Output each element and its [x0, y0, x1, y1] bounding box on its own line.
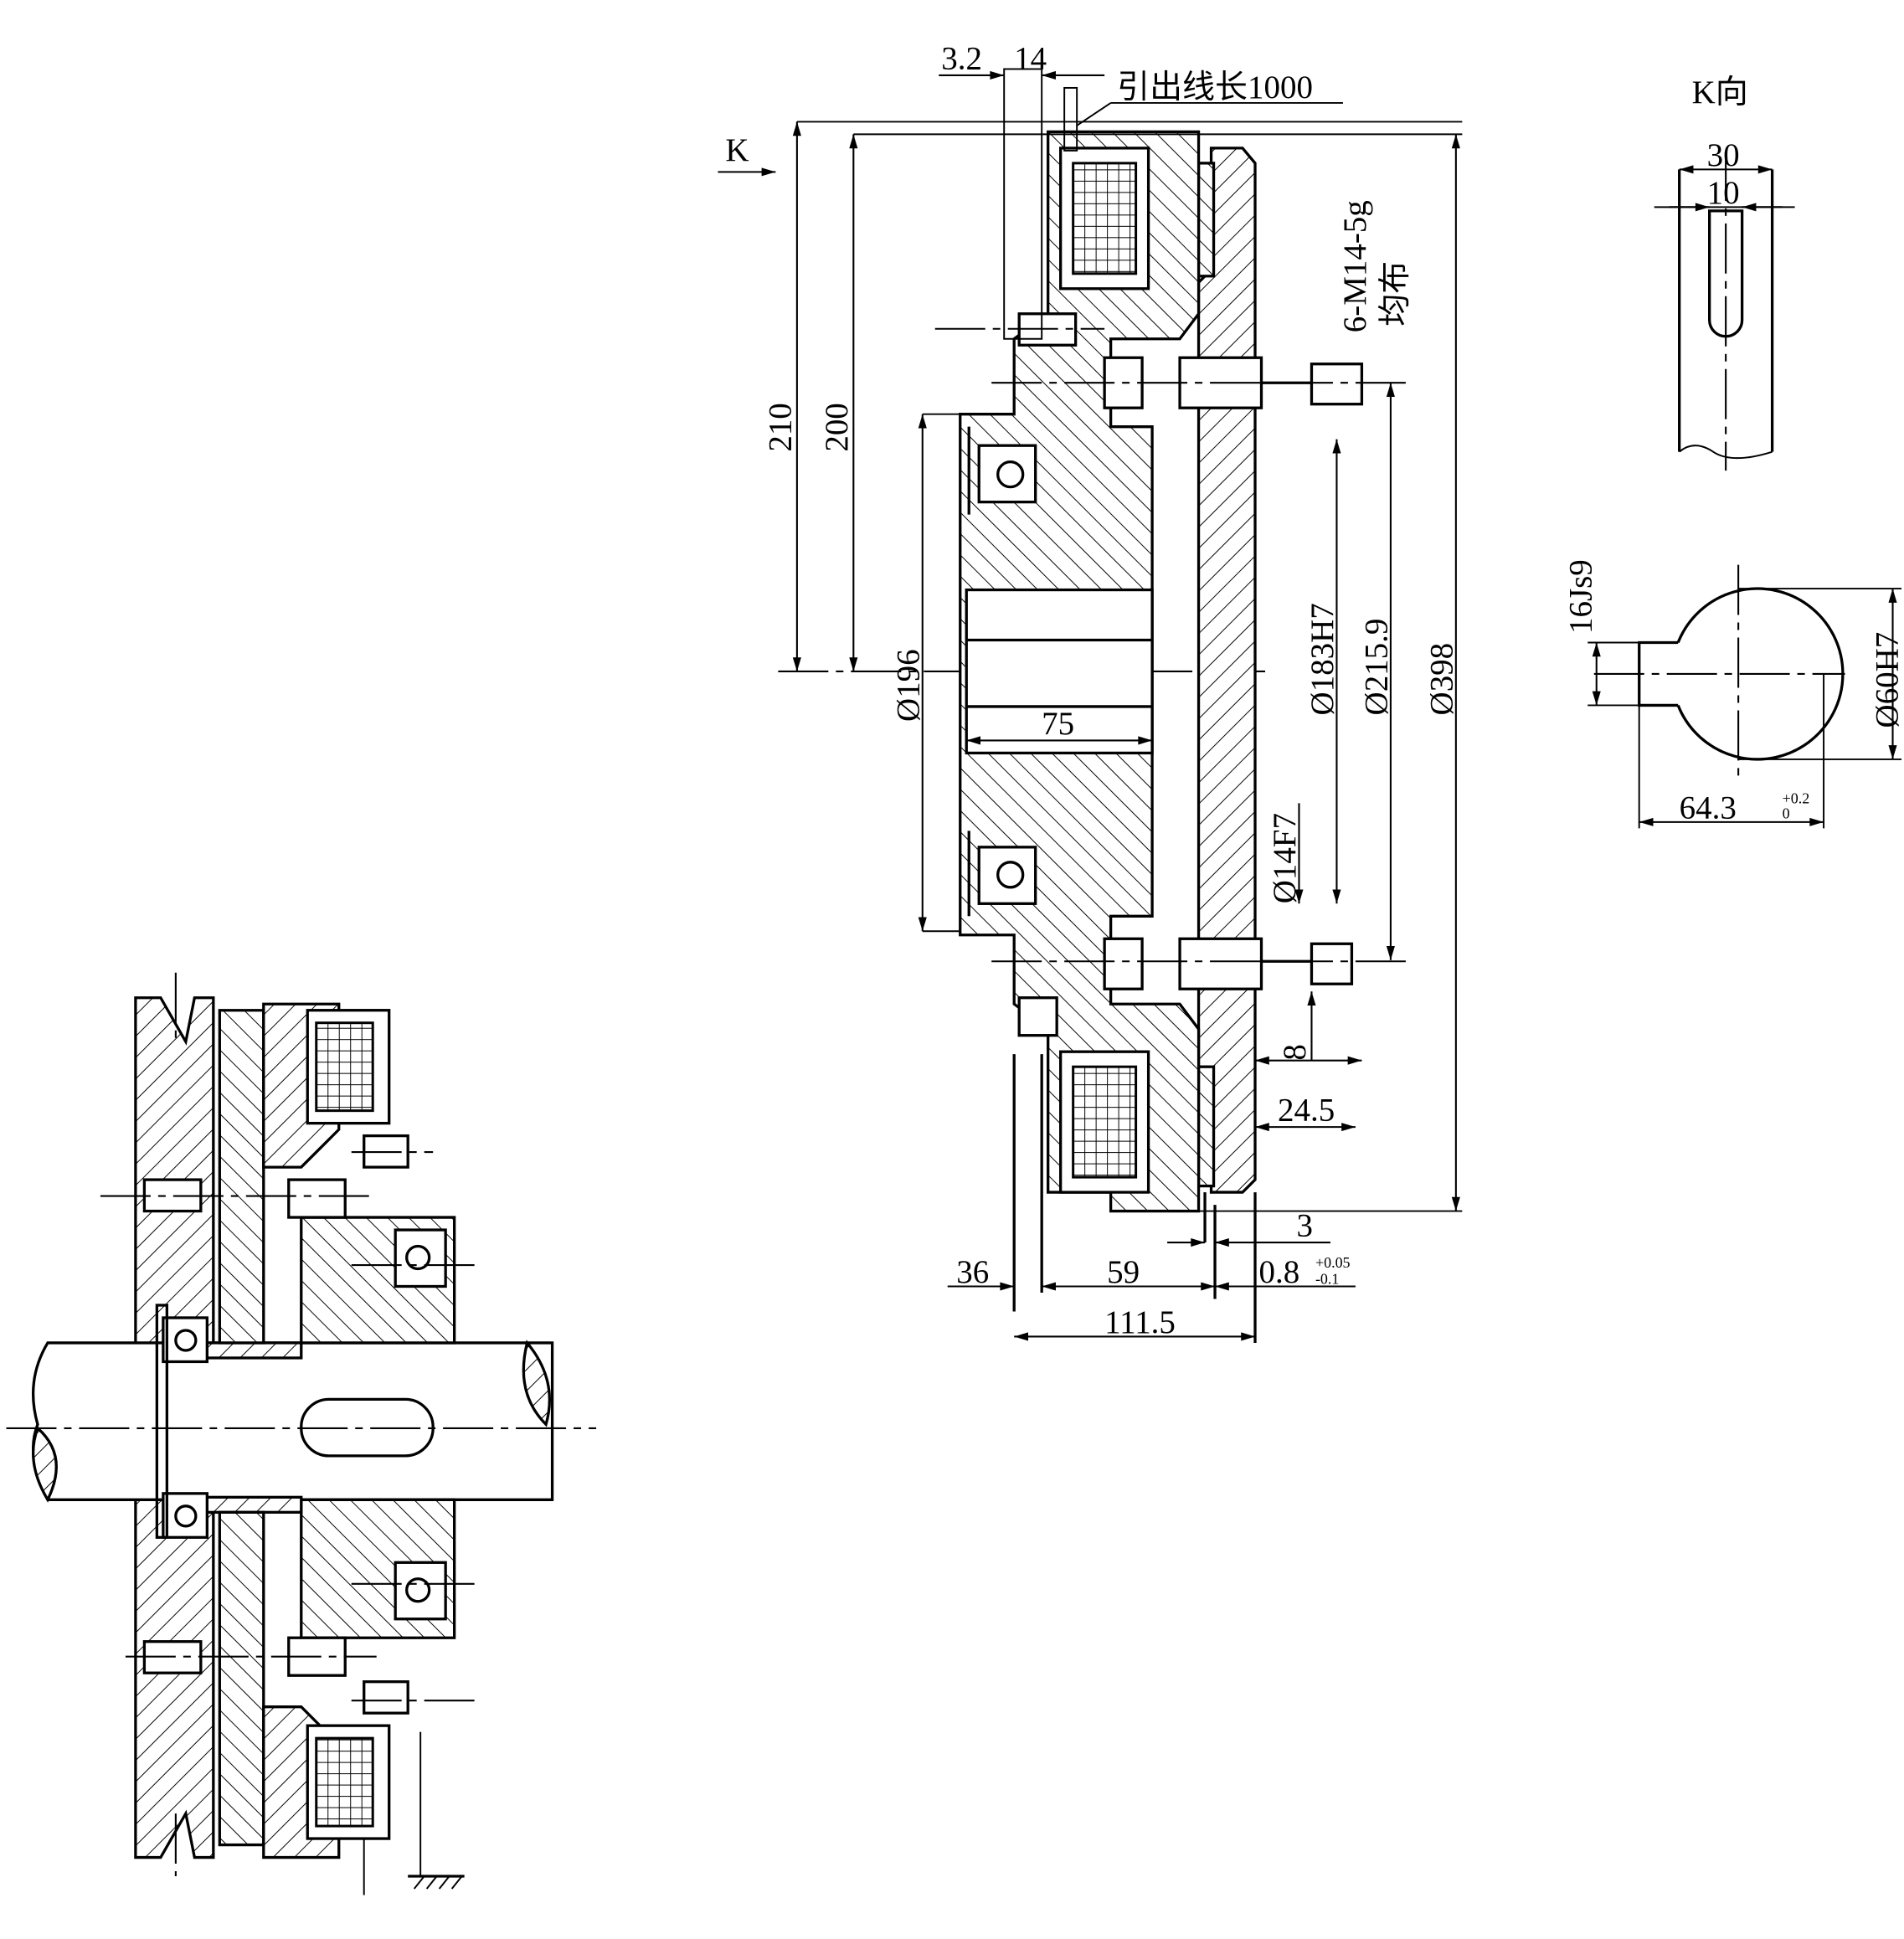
dim-3: 3 [1296, 1208, 1312, 1244]
k-view-title: K向 [1692, 75, 1748, 111]
dim-196: Ø196 [890, 649, 926, 722]
dim-183h7: Ø183H7 [1304, 603, 1341, 715]
dim-14f7: Ø14F7 [1267, 813, 1303, 903]
k-dim-30: 30 [1707, 137, 1740, 173]
dim-3-2: 3.2 [941, 40, 982, 76]
dim-14: 14 [1014, 40, 1047, 76]
k-dim-10: 10 [1707, 175, 1740, 211]
dim-210: 210 [762, 403, 798, 451]
view-k-arrow-label: K [725, 132, 749, 168]
dim-24-5: 24.5 [1278, 1093, 1335, 1129]
dim-0-8-tol-upper: +0.05 [1315, 1254, 1351, 1271]
k-view: K向 30 10 16Js9 Ø60H7 64.3 +0.2 0 [1563, 75, 1904, 829]
thread-note: 均布 [1377, 261, 1413, 327]
dim-215-9: Ø215.9 [1358, 619, 1394, 716]
dim-59: 59 [1107, 1254, 1140, 1290]
k-dim-16js9: 16Js9 [1563, 559, 1599, 634]
main-section-view: 3.2 14 引出线长1000 K 210 200 Ø196 75 6-M14-… [718, 40, 1463, 1343]
k-dim-60h7: Ø60H7 [1870, 632, 1904, 728]
thread-spec: 6-M14-5g [1337, 200, 1373, 332]
lead-wire-note: 引出线长1000 [1117, 69, 1313, 105]
dim-0-8: 0.8 [1259, 1254, 1300, 1290]
k-dim-64-3-tol-lower: 0 [1783, 805, 1790, 821]
dim-8: 8 [1277, 1044, 1313, 1060]
k-dim-64-3-tol-upper: +0.2 [1783, 789, 1810, 806]
dim-36: 36 [956, 1254, 989, 1290]
dim-111-5: 111.5 [1104, 1304, 1176, 1340]
dim-75: 75 [1042, 706, 1074, 742]
dim-200: 200 [819, 403, 855, 451]
dim-398: Ø398 [1423, 643, 1459, 716]
k-dim-64-3: 64.3 [1680, 789, 1737, 825]
assembly-view [6, 972, 597, 1895]
dim-0-8-tol-lower: -0.1 [1315, 1271, 1339, 1288]
